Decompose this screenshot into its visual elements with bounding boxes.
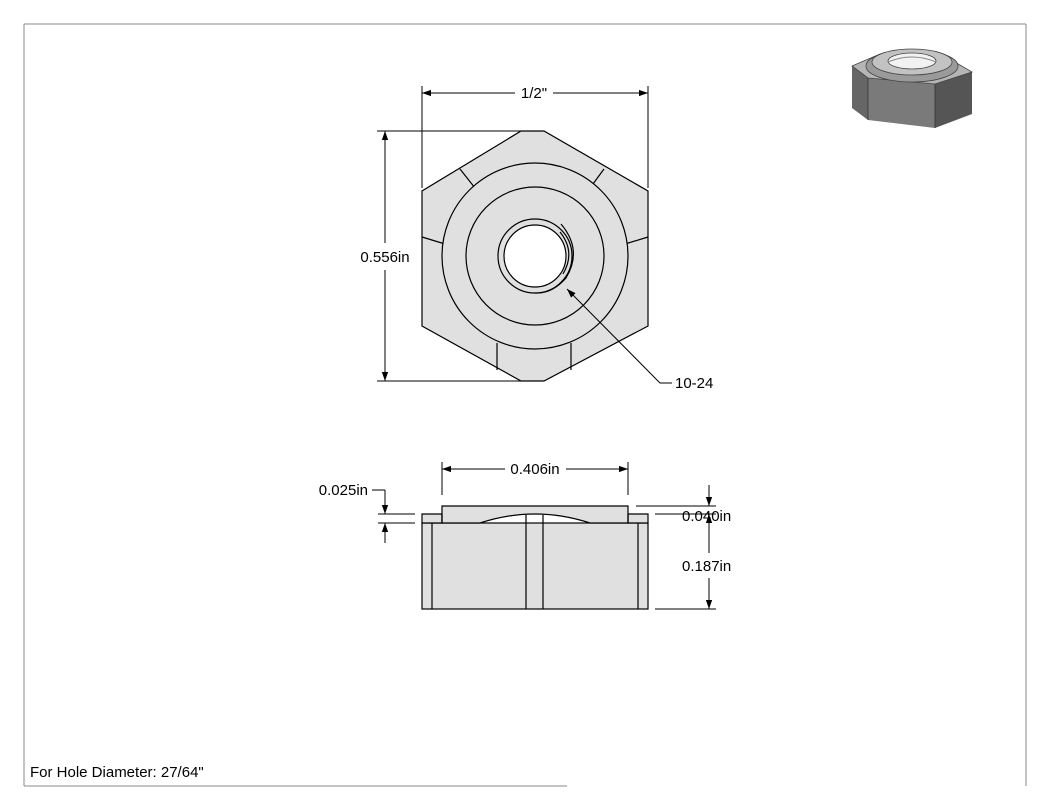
sheet-border bbox=[23, 23, 1027, 787]
side-view-edges bbox=[431, 514, 639, 609]
thread-swirl-inner bbox=[559, 231, 570, 275]
iso-edges bbox=[867, 78, 936, 128]
width-dimension-label: 1/2" bbox=[521, 85, 547, 102]
boss-dimension-label: 0.040in bbox=[682, 508, 731, 525]
isometric-view bbox=[851, 48, 973, 128]
side-view bbox=[421, 505, 649, 610]
nut-body bbox=[421, 522, 649, 610]
nut-boss bbox=[441, 505, 629, 524]
thread-hole-inner bbox=[503, 224, 567, 288]
iso-left-face bbox=[852, 66, 868, 120]
thread-callout-label: 10-24 bbox=[675, 375, 713, 392]
flange-dimension-label: 0.025in bbox=[319, 482, 368, 499]
top-view bbox=[421, 130, 649, 382]
thread-swirl bbox=[534, 223, 574, 294]
top-width-dimension-label: 0.406in bbox=[510, 461, 559, 478]
body-height-dimension-label: 0.187in bbox=[682, 558, 731, 575]
hole-diameter-note: For Hole Diameter: 27/64" bbox=[30, 764, 204, 781]
iso-hole bbox=[887, 52, 937, 70]
iso-right-face bbox=[935, 72, 972, 128]
height-dimension-label: 0.556in bbox=[360, 249, 409, 266]
side-view-dimensions bbox=[372, 462, 716, 610]
thread-leader bbox=[566, 288, 672, 384]
iso-hole-inner-edge bbox=[887, 56, 937, 63]
top-view-dimensions bbox=[377, 86, 672, 384]
iso-front-face bbox=[868, 78, 935, 128]
